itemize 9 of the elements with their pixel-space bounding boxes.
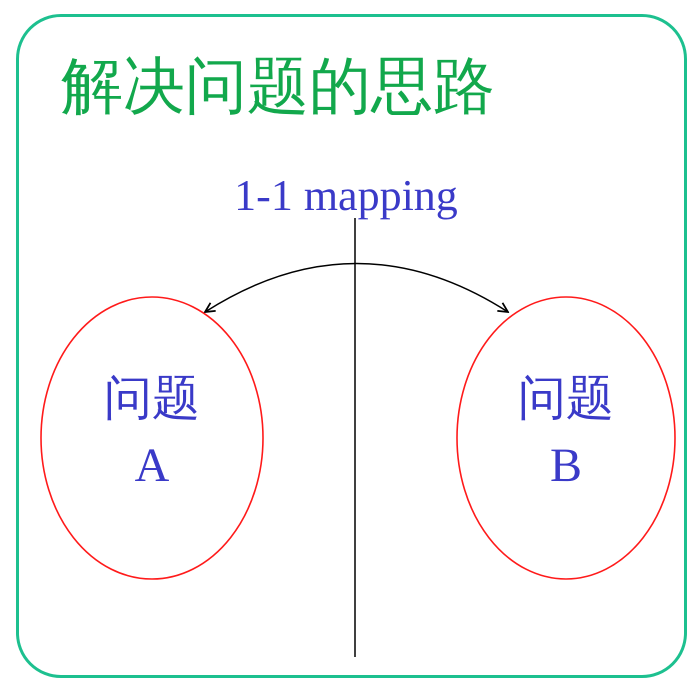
ellipse (456, 296, 676, 580)
ellipse (40, 296, 264, 580)
node-text: B (550, 438, 582, 494)
title: 解决问题的思路 (61, 53, 495, 122)
rounded-frame (16, 14, 687, 678)
curved-arrow (204, 262, 509, 313)
node-text: 问题 (104, 370, 200, 427)
node-text: 问题 (518, 370, 614, 427)
node-text: A (134, 438, 170, 494)
